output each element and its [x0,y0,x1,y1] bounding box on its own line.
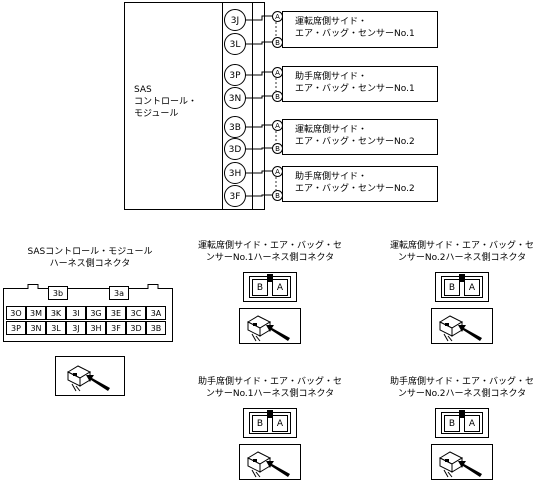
sensor-box-passenger-no2 [282,166,438,202]
module-connector-key: 3a [109,286,129,300]
sensor-connector-lock-tab [459,410,465,418]
module-connector-cavity: 3M [26,306,46,320]
sensor-connector-cavity-b: B [252,279,268,296]
sensor-connector-cavity-a: A [272,279,288,296]
sensor-terminal-a: A [272,11,283,22]
sensor-connector-lock-tab [267,410,273,418]
connector-probe-icon [246,451,290,478]
sensor-terminal-b: B [272,190,283,201]
module-pin-3P: 3P [224,64,246,86]
sensor-connector-caption: 助手席側サイド・エア・バッグ・セ ンサーNo.1ハーネス側コネクタ [197,377,342,399]
sensor-connector-caption: 助手席側サイド・エア・バッグ・セ ンサーNo.2ハーネス側コネクタ [389,377,534,399]
sensor-connector-lock-tab [267,274,273,282]
module-pin-3F: 3F [224,185,246,207]
sensor-label-passenger-no1: 助手席側サイド・ エア・バッグ・センサーNo.1 [295,72,415,94]
module-pin-3H: 3H [224,162,246,184]
connector-probe-icon [66,365,110,392]
module-pin-3N: 3N [224,87,246,109]
connector-probe-icon [246,315,290,342]
module-connector-cavity: 3F [106,321,126,335]
sensor-connector-caption: 運転席側サイド・エア・バッグ・セ ンサーNo.2ハーネス側コネクタ [389,241,534,263]
sensor-connector-cavity-a: A [464,279,480,296]
sensor-label-passenger-no2: 助手席側サイド・ エア・バッグ・センサーNo.2 [295,172,415,194]
module-connector-cavity: 3O [6,306,26,320]
sensor-terminal-a: A [272,120,283,131]
module-label: SAS コントロール・ モジュール [134,85,198,119]
module-connector-cavity: 3A [146,306,166,320]
sensor-terminal-b: B [272,37,283,48]
sensor-box-driver-no1 [282,11,438,48]
sensor-terminal-b: B [272,91,283,102]
module-pin-3L: 3L [224,33,246,55]
module-connector-cavity: 3E [106,306,126,320]
sensor-box-driver-no2 [282,119,438,155]
module-connector-caption: SASコントロール・モジュール ハーネス側コネクタ [27,247,153,269]
connector-probe-icon [438,315,482,342]
sensor-label-driver-no2: 運転席側サイド・ エア・バッグ・センサーNo.2 [295,125,415,147]
module-pin-column [222,2,253,210]
module-connector-cavity: 3J [66,321,86,335]
sensor-terminal-a: A [272,166,283,177]
sensor-connector-cavity-b: B [444,279,460,296]
module-connector-cavity: 3H [86,321,106,335]
sensor-label-driver-no1: 運転席側サイド・ エア・バッグ・センサーNo.1 [295,17,415,39]
module-connector-shell [3,284,173,342]
module-connector-cavity: 3N [26,321,46,335]
sensor-terminal-a: A [272,67,283,78]
module-connector-cavity: 3C [126,306,146,320]
sensor-connector-caption: 運転席側サイド・エア・バッグ・セ ンサーNo.1ハーネス側コネクタ [197,241,342,263]
module-pin-3J: 3J [224,9,246,31]
sensor-box-passenger-no1 [282,66,438,102]
sensor-connector-cavity-a: A [464,415,480,432]
connector-probe-icon [438,451,482,478]
module-connector-cavity: 3P [6,321,26,335]
sensor-connector-lock-tab [459,274,465,282]
module-connector-key: 3b [48,286,68,300]
module-connector-cavity: 3K [46,306,66,320]
module-connector-cavity: 3G [86,306,106,320]
module-pin-3D: 3D [224,138,246,160]
sensor-terminal-b: B [272,143,283,154]
module-connector-cavity: 3D [126,321,146,335]
module-box [124,2,265,210]
sensor-connector-cavity-b: B [444,415,460,432]
module-connector-cavity: 3I [66,306,86,320]
module-connector-cavity: 3B [146,321,166,335]
sensor-connector-cavity-b: B [252,415,268,432]
module-connector-cavity: 3L [46,321,66,335]
sensor-connector-cavity-a: A [272,415,288,432]
module-pin-3B: 3B [224,116,246,138]
